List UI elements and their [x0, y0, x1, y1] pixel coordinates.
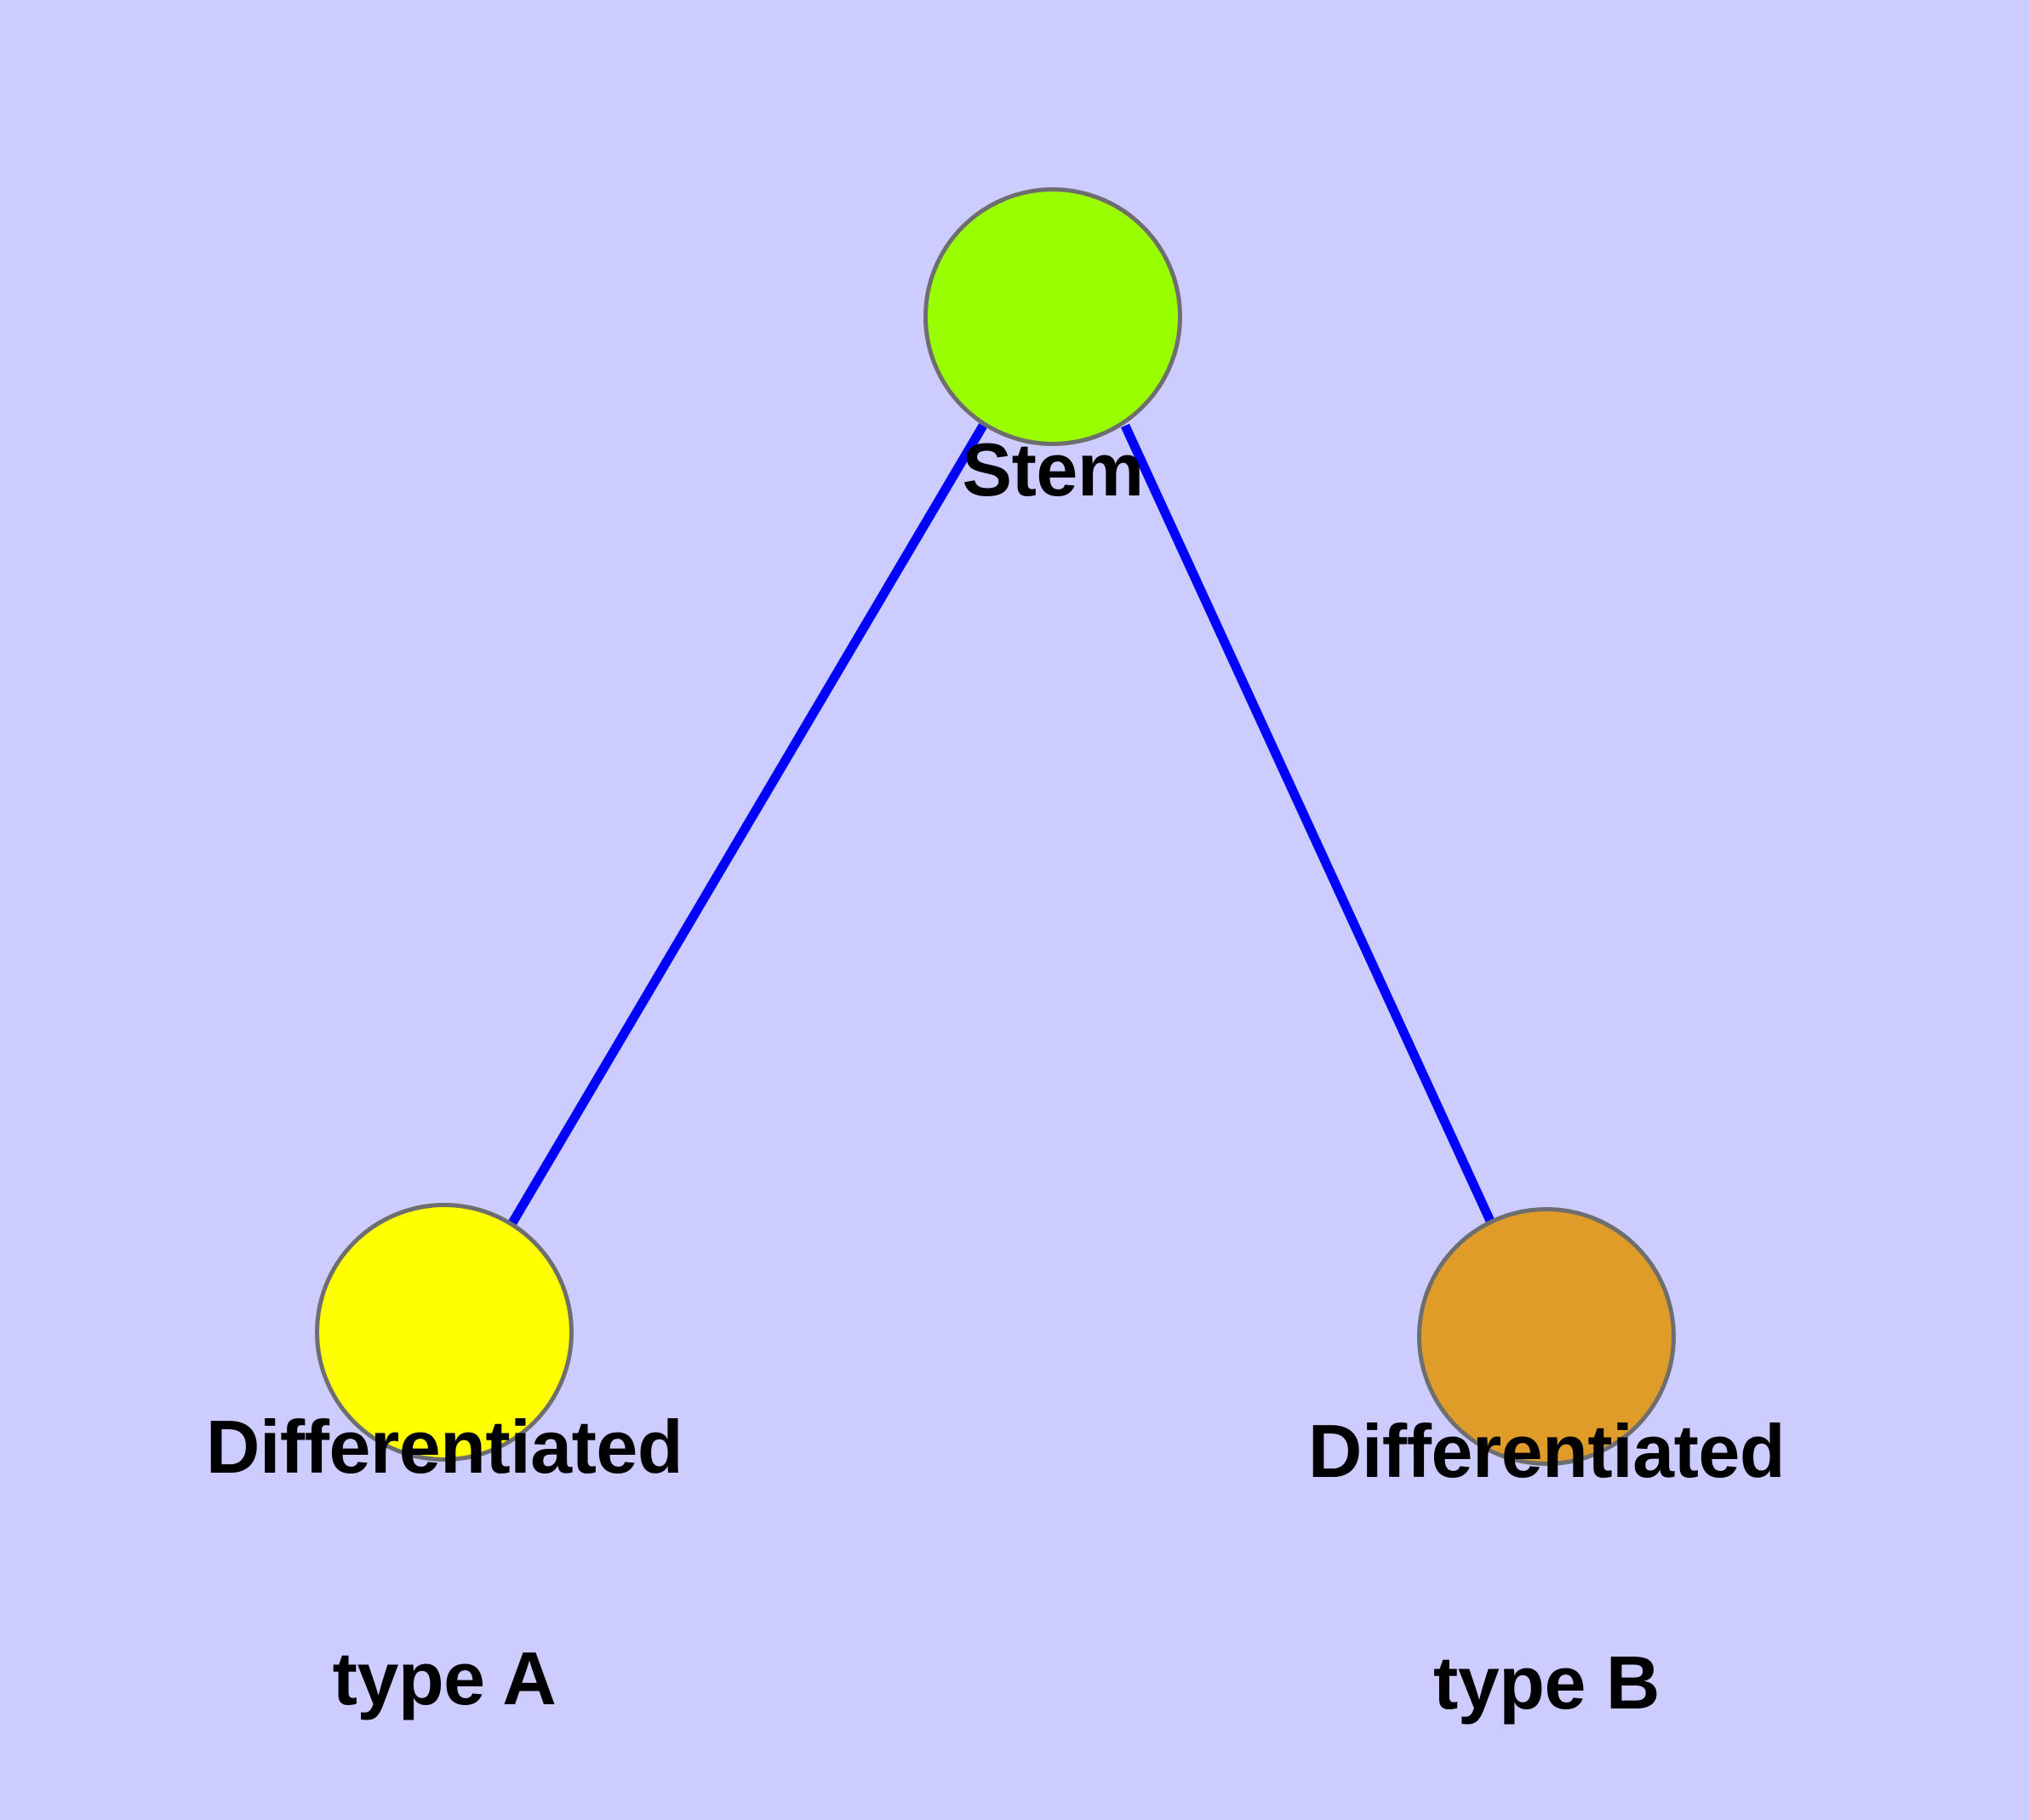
edge-stem-to-differentiated-type-b	[1121, 423, 1498, 1231]
node-stem[interactable]	[923, 187, 1182, 446]
node-differentiated-type-b[interactable]	[1417, 1207, 1676, 1466]
node-differentiated-type-a[interactable]	[315, 1203, 574, 1462]
edge-stem-to-differentiated-type-a	[506, 423, 987, 1228]
